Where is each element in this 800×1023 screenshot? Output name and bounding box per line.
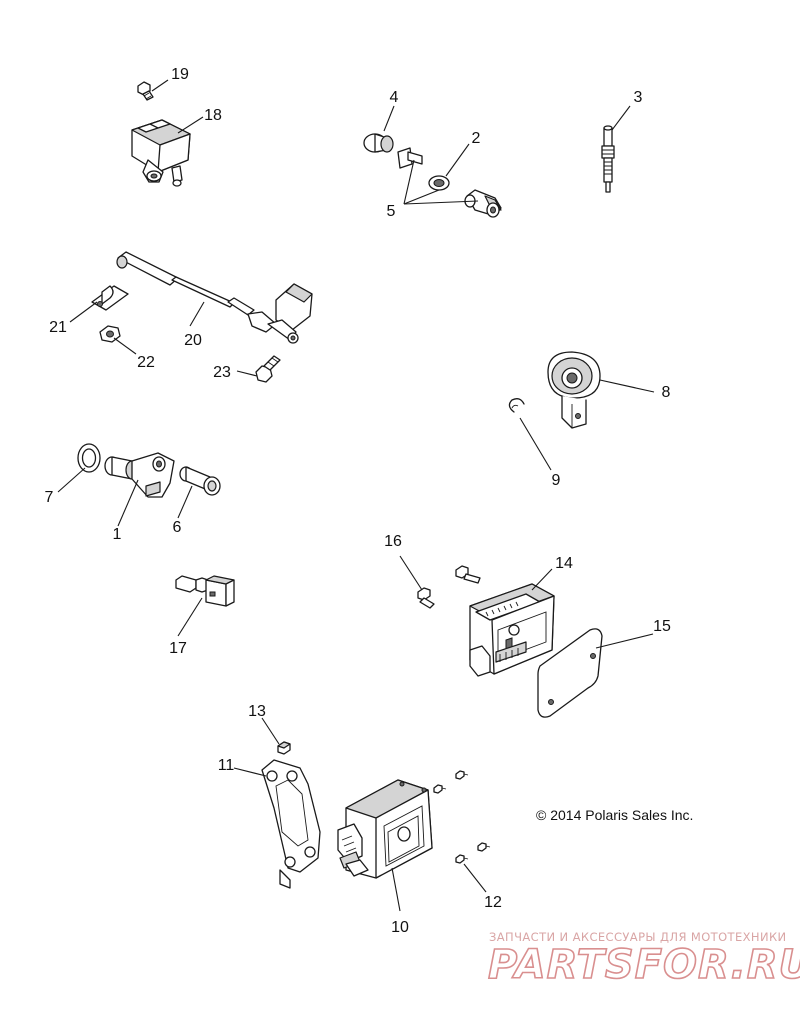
callout-16: 16 [384,533,402,550]
part-16-bolt-a [417,587,435,609]
callout-10: 10 [391,919,409,936]
part-11-bracket [261,759,321,889]
callout-2: 2 [472,130,481,147]
callout-5: 5 [387,203,396,220]
watermark-tagline: ЗАПЧАСТИ И АКСЕССУАРЫ ДЛЯ МОТОТЕХНИКИ [489,930,787,944]
part-1-cam-sensor [104,452,175,498]
copyright-notice: © 2014 Polaris Sales Inc. [536,807,693,823]
part-14-housing [469,583,555,677]
part-4-cap [363,133,394,153]
part-19-bolt [137,81,154,101]
callout-6: 6 [173,519,182,536]
callout-4: 4 [390,89,399,106]
part-15-plate [537,628,603,718]
callout-3: 3 [634,89,643,106]
callout-22: 22 [137,354,155,371]
callout-labels: 19 18 4 2 3 5 20 21 22 23 8 9 7 1 6 17 1… [45,66,671,936]
callout-17: 17 [169,640,187,657]
callout-8: 8 [662,384,671,401]
part-5-sensor [464,189,502,218]
part-13-nut [277,741,291,755]
callout-19: 19 [171,66,189,83]
part-17-temp-sensor [175,575,235,607]
part-22-nut [99,325,121,343]
callout-23: 23 [213,364,231,381]
callout-12: 12 [484,894,502,911]
part-10-ecu [337,779,433,879]
callout-14: 14 [555,555,573,572]
part-3-sensor [601,125,615,193]
part-2-washer [428,175,450,191]
callout-13: 13 [248,703,266,720]
callout-21: 21 [49,319,67,336]
callout-18: 18 [204,107,222,124]
callout-20: 20 [184,332,202,349]
part-16-bolt-b [455,565,481,584]
part-18-map-sensor [131,119,191,187]
part-20-speed-sensor [116,251,313,344]
callout-1: 1 [113,526,122,543]
part-8-knock-sensor [547,351,601,429]
part-5-bracket-tab [397,147,423,169]
part-7-o-ring [77,443,101,473]
callout-11: 11 [218,757,235,774]
part-6-bolt [179,466,221,496]
watermark: ЗАПЧАСТИ И АКСЕССУАРЫ ДЛЯ МОТОТЕХНИКИ PA… [487,930,800,989]
watermark-logo: PARTSFOR.RU [488,942,800,988]
part-23-bolt [255,355,281,383]
callout-15: 15 [653,618,671,635]
part-9-clip [508,398,525,413]
callout-9: 9 [552,472,561,489]
part-12-screws [433,770,491,864]
part-21-clip [91,285,129,311]
callout-7: 7 [45,489,54,506]
leader-lines [57,79,655,912]
